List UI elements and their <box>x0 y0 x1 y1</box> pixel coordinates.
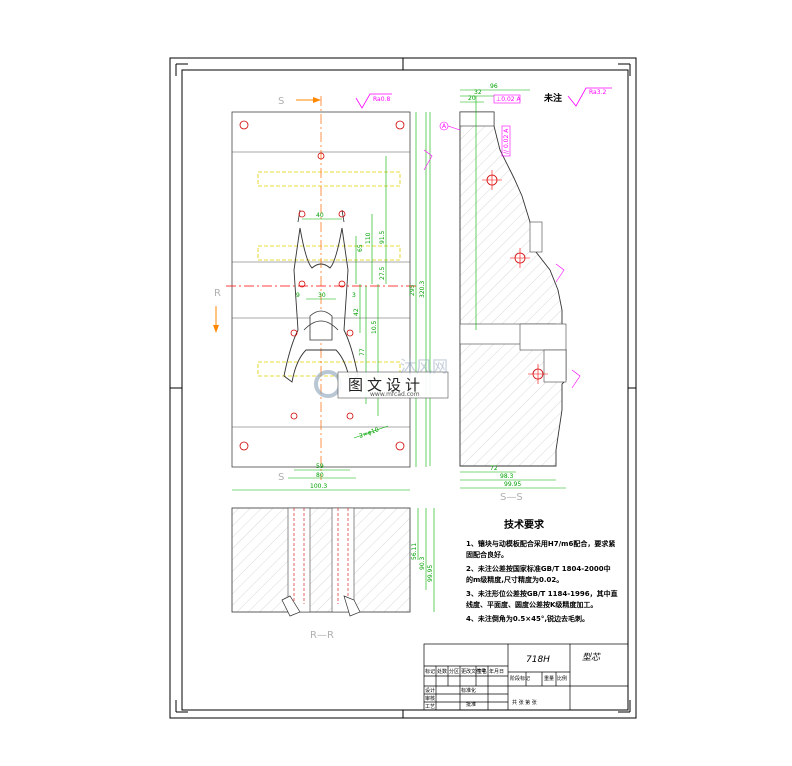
dim-295: 295 <box>409 284 416 296</box>
corner-marks <box>170 58 636 718</box>
watermark-text: 图文设计 <box>348 376 424 394</box>
tb-standard: 标准化 <box>461 687 476 694</box>
front-view: Ra0.8 40 30 59 80 100.3 65 110 91.5 27.5… <box>213 93 427 491</box>
tb-mark: 标记 <box>425 668 435 675</box>
dim-98: 98.3 <box>500 473 514 480</box>
dim-77: 77 <box>359 348 366 356</box>
section-mark-s-bottom: S <box>278 472 284 483</box>
dim-80: 80 <box>316 472 324 479</box>
dim-40: 40 <box>316 212 324 219</box>
dim-3: 3 <box>352 292 356 299</box>
front-holes <box>239 120 405 451</box>
title-block <box>423 643 629 711</box>
dim-9: 9 <box>296 292 300 299</box>
section-mark-r-left: R <box>214 288 221 299</box>
dim-99-bottom: 99.95 <box>427 565 434 582</box>
finish-note: 未注 <box>543 92 562 104</box>
dim-10: 10.5 <box>371 320 378 334</box>
section-label-s-s: S—S <box>500 492 523 503</box>
tb-change-doc: 更改文件号 <box>461 668 486 675</box>
side-view: 96 32 20 72 98.3 99.95 ⊥0.02 A // 0.02 A… <box>423 83 612 503</box>
dim-27: 27.5 <box>379 266 386 280</box>
watermark-brand: 沐风网 <box>400 357 448 376</box>
roughness-main-icon <box>567 87 612 107</box>
dim-65: 65 <box>357 244 364 252</box>
tech-req-item-3b: 线度、平面度、圆度公差按K级精度加工。 <box>466 600 597 609</box>
dim-20: 20 <box>468 95 476 102</box>
dim-42: 42 <box>353 308 360 316</box>
section-label-r-r: R—R <box>310 630 334 641</box>
core-profile <box>283 227 359 383</box>
dim-99-side: 99.95 <box>504 481 521 488</box>
side-dimension-lines <box>429 89 566 489</box>
tech-req-title: 技术要求 <box>504 518 545 531</box>
tb-process: 工艺 <box>425 704 435 710</box>
dim-100: 100.3 <box>310 483 327 490</box>
dim-56: 56.11 <box>411 543 418 560</box>
dim-59: 59 <box>316 463 324 470</box>
tech-req-item-4: 4、未注倒角为0.5×45°,锐边去毛刺。 <box>466 614 589 623</box>
section-mark-s-top: S <box>278 96 284 107</box>
roughness-main-value: Ra3.2 <box>589 89 606 96</box>
sheet-border-inner <box>181 69 629 711</box>
dim-91: 91.5 <box>379 230 386 244</box>
tech-req-item-2: 2、未注公差按国家标准GB/T 1804-2000中 <box>466 564 611 573</box>
watermark: 图文设计 www.mfcad.com 沐风网 <box>314 357 449 399</box>
dim-30: 30 <box>318 292 326 299</box>
side-view-outline <box>459 111 567 467</box>
tb-date: 年月日 <box>489 668 504 675</box>
tb-zone: 分区 <box>449 668 459 675</box>
side-roughness-icons <box>423 149 581 389</box>
dim-90: 90.3 <box>419 556 426 570</box>
tb-design: 设计 <box>425 687 435 694</box>
roughness-top-icon <box>355 93 392 109</box>
title-block-text: 718H 型芯 标记 处数 分区 更改文件号 签名 年月日 设计 标准化 审核 … <box>425 652 602 710</box>
tb-sheet: 共 张 第 张 <box>512 699 537 706</box>
dim-32: 32 <box>474 89 482 96</box>
tech-req-item-2b: 的m级精度,尺寸精度为0.02。 <box>466 575 563 584</box>
bottom-view-outline <box>231 507 411 613</box>
roughness-top-value: Ra0.8 <box>373 96 390 103</box>
dim-96: 96 <box>490 83 498 90</box>
tech-req-item-1: 1、镶块与动模板配合采用H7/m6配合，要求紧 <box>466 539 615 548</box>
dim-110: 110 <box>365 232 372 244</box>
technical-requirements: 技术要求 1、镶块与动模板配合采用H7/m6配合，要求紧 固配合良好。 2、未注… <box>466 518 618 623</box>
tb-scale: 比例 <box>557 675 567 682</box>
tb-stage: 阶段标记 <box>510 675 530 682</box>
tech-req-item-1b: 固配合良好。 <box>466 550 508 559</box>
tolerance-frame-2: // 0.02 A <box>503 128 510 154</box>
dim-320: 320.3 <box>419 281 426 298</box>
tech-req-item-3: 3、未注形位公差按GB/T 1184-1996，其中直 <box>466 589 618 598</box>
tb-review: 审核 <box>425 695 435 702</box>
datum-a: A <box>442 123 447 130</box>
watermark-url: www.mfcad.com <box>370 391 420 398</box>
bottom-view: 56.11 90.3 99.95 R—R <box>231 507 435 641</box>
part-name: 型芯 <box>582 652 602 663</box>
tb-approve: 批准 <box>466 701 476 708</box>
dim-72: 72 <box>490 465 498 472</box>
tolerance-frame-1: ⊥0.02 A <box>496 96 521 103</box>
tb-weight: 重量 <box>544 675 554 682</box>
tb-count: 处数 <box>437 668 447 675</box>
tb-sign: 签名 <box>477 668 487 675</box>
material: 718H <box>526 655 550 665</box>
